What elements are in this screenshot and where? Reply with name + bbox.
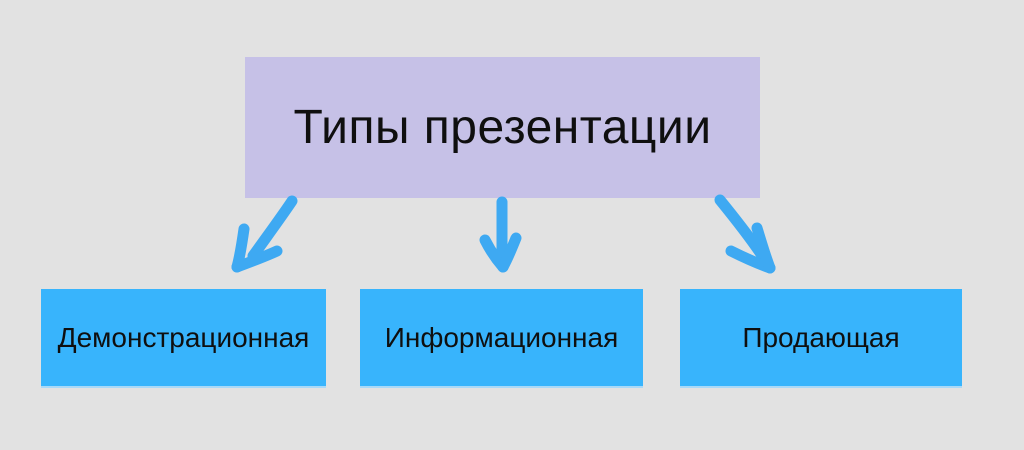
- node-label: Информационная: [384, 321, 619, 353]
- node-box-information: Информационная: [360, 289, 643, 386]
- node-box-selling: Продающая: [680, 289, 962, 386]
- arrow-down-right-icon: [714, 194, 776, 274]
- node-label: Продающая: [742, 321, 900, 353]
- title-box: Типы презентации: [245, 57, 760, 198]
- arrow-down-icon: [479, 196, 522, 273]
- node-box-demonstration: Демонстрационная: [41, 289, 326, 386]
- node-label: Демонстрационная: [57, 321, 310, 353]
- arrow-down-left-icon: [231, 195, 298, 273]
- diagram-title: Типы презентации: [293, 101, 712, 154]
